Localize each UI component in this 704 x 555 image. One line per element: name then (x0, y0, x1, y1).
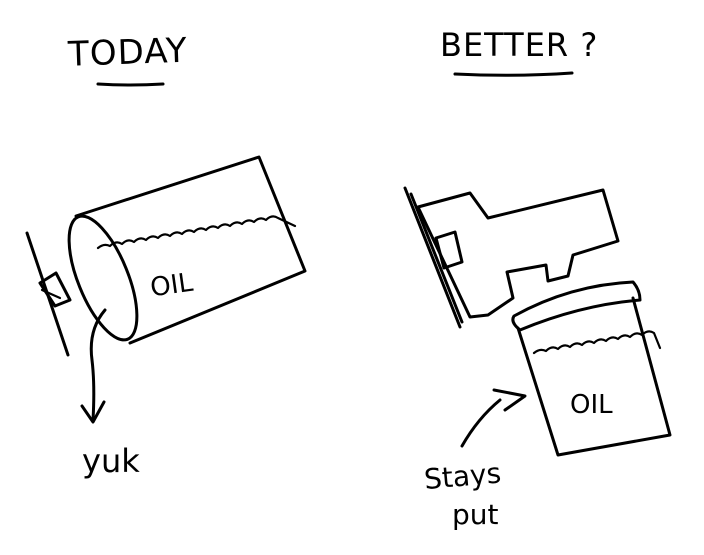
heading-better-underline (453, 71, 574, 77)
panel-today: TODAY OIL yuk (25, 31, 307, 480)
note-arrow (460, 398, 502, 448)
bracket-left-arm (40, 288, 62, 300)
oil-container-today: OIL (67, 155, 307, 345)
oil-level-today (96, 215, 297, 250)
note-arrowhead (492, 388, 527, 412)
bracket-left (38, 271, 72, 308)
heading-today: TODAY (66, 31, 188, 75)
panel-better: BETTER ? OIL Stays put (403, 26, 672, 531)
drip-label-yuk: yuk (82, 442, 140, 480)
oil-container-better: OIL (511, 280, 672, 457)
oil-level-better (532, 330, 662, 355)
heading-better: BETTER ? (440, 26, 598, 64)
holder-arm (416, 188, 620, 319)
note-put: put (452, 498, 499, 531)
note-stays: Stays (423, 456, 503, 496)
wall-right-shadow (409, 192, 464, 324)
drip-arrow (89, 308, 107, 422)
oil-label-better: OIL (570, 390, 613, 420)
drip-arrowhead (80, 400, 106, 424)
oil-label-today: OIL (148, 268, 195, 304)
heading-today-underline (96, 82, 165, 87)
wall-right (403, 186, 462, 329)
